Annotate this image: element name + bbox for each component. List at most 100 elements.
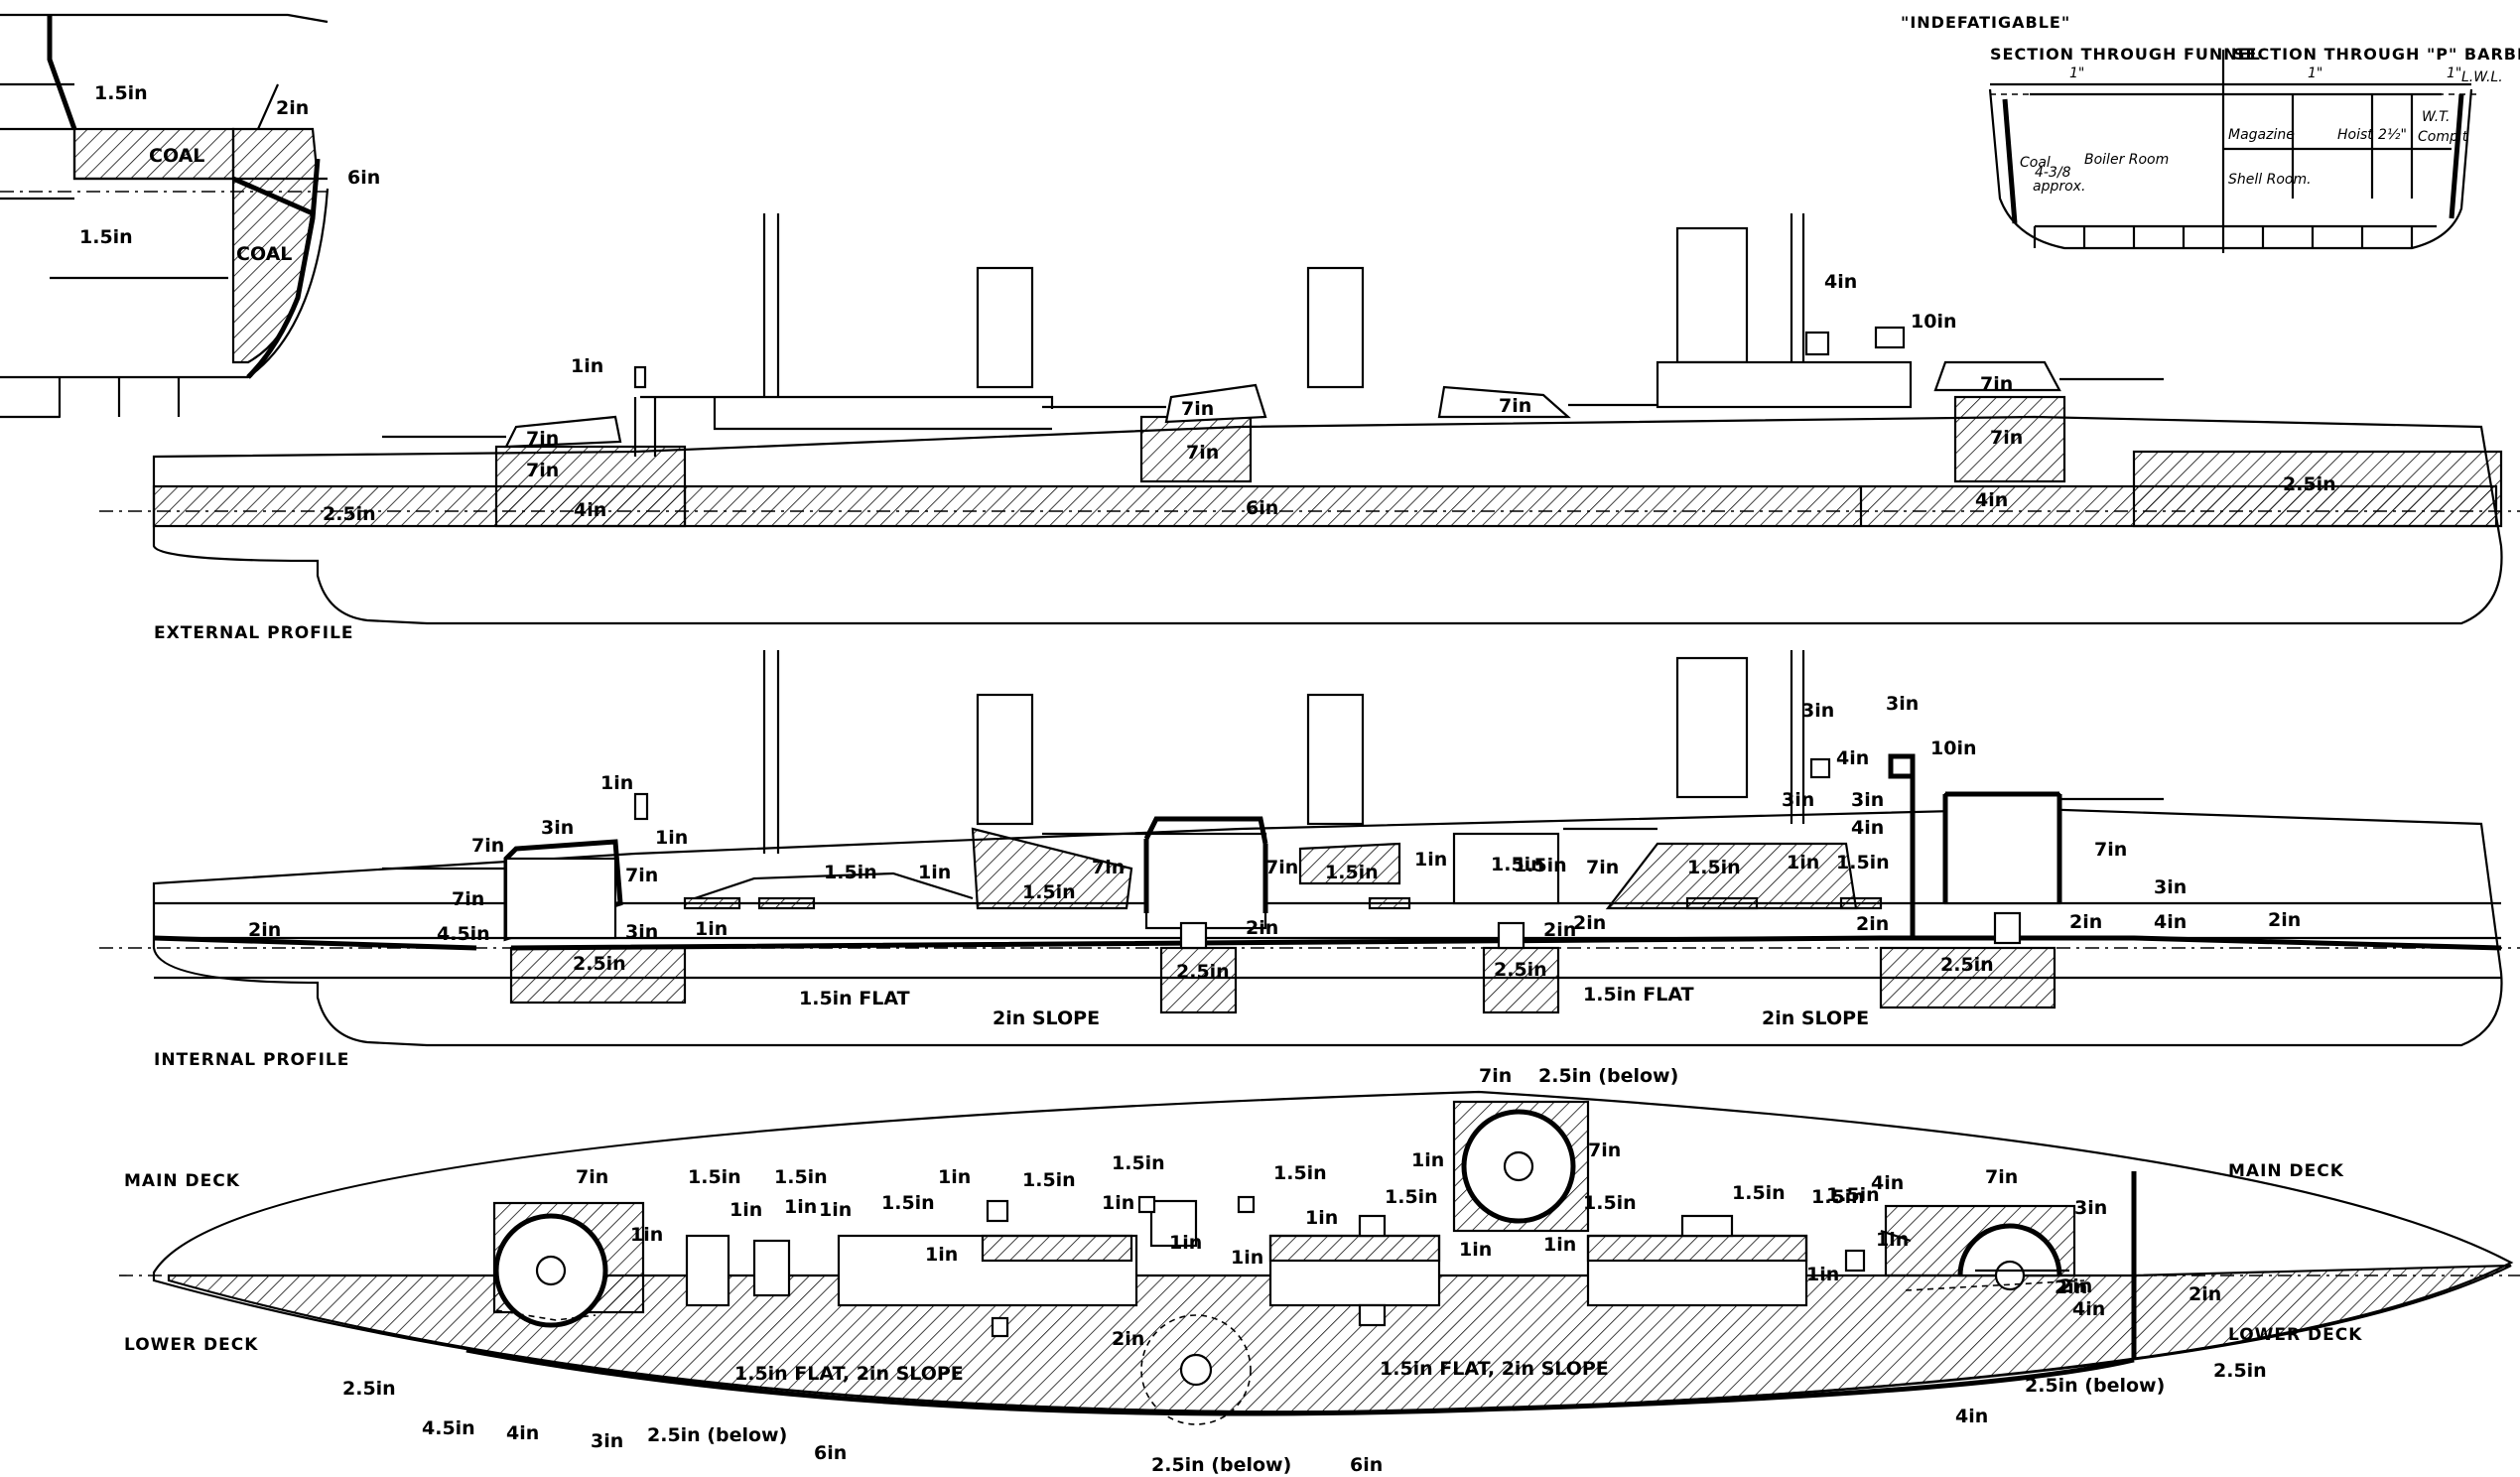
deck-label: 2.5in bbox=[342, 1378, 396, 1400]
deck-label: 2.5in (below) bbox=[1151, 1454, 1291, 1476]
internal-label: 1in bbox=[918, 862, 951, 883]
internal-label: 2.5in bbox=[1940, 954, 1994, 976]
internal-label: 7in bbox=[1092, 857, 1125, 878]
external-label: 7in bbox=[526, 460, 559, 481]
deck-label: 1in bbox=[729, 1199, 762, 1221]
lwl-label: L.W.L. bbox=[2461, 69, 2503, 85]
deck-plan: MAIN DECK MAIN DECK LOWER DECK LOWER DEC… bbox=[119, 1065, 2520, 1476]
indefatigable-cross-section: "INDEFATIGABLE" SECTION THROUGH FUNNEL S… bbox=[1901, 13, 2520, 253]
deck-label: 6in bbox=[814, 1442, 847, 1464]
external-label: 7in bbox=[1499, 395, 1531, 417]
internal-label: 1.5in bbox=[1022, 881, 1076, 903]
section-title: "INDEFATIGABLE" bbox=[1901, 13, 2070, 32]
deck-label: 3in bbox=[2074, 1197, 2107, 1219]
deck-label: 1.5in bbox=[1022, 1169, 1076, 1191]
internal-label: 2in bbox=[1246, 917, 1278, 939]
deck-label: 1.5in bbox=[1583, 1192, 1637, 1214]
external-label: 1in bbox=[571, 355, 603, 377]
internal-label: 1.5in bbox=[1325, 862, 1379, 883]
external-label: 6in bbox=[1246, 497, 1278, 519]
internal-label: 7in bbox=[625, 865, 658, 886]
deck-label: 7in bbox=[576, 1166, 608, 1188]
deck-label: 1in bbox=[1102, 1192, 1134, 1214]
internal-label: 4in bbox=[2154, 911, 2187, 933]
internal-label: 3in bbox=[541, 817, 574, 839]
deck-label: 4.5in bbox=[422, 1417, 475, 1439]
internal-label: 3in bbox=[1886, 693, 1919, 715]
deck-label: 1.5in FLAT, 2in SLOPE bbox=[734, 1363, 964, 1385]
internal-label: 1in bbox=[600, 772, 633, 794]
deck-label: 1in bbox=[1806, 1264, 1839, 1285]
section-magazine: Magazine bbox=[2228, 127, 2295, 143]
midship-section-inset: 1.5in COAL 2in 6in 1.5in COAL bbox=[0, 13, 380, 419]
internal-label: 2.5in bbox=[573, 953, 626, 975]
external-label: 2.5in bbox=[323, 503, 376, 525]
deck-label: 1in bbox=[1876, 1229, 1909, 1251]
section-dim: 1" bbox=[2069, 66, 2084, 81]
deck-label: 1.5in bbox=[1732, 1182, 1786, 1204]
internal-label: 7in bbox=[1586, 857, 1619, 878]
section-dim: 2½" bbox=[2378, 127, 2407, 143]
inset-label: 2in bbox=[276, 97, 309, 119]
external-label: 2.5in bbox=[2283, 473, 2336, 495]
main-deck-left: MAIN DECK bbox=[124, 1171, 240, 1191]
internal-label: 7in bbox=[1265, 857, 1298, 878]
deck-label: 7in bbox=[1985, 1166, 2018, 1188]
section-hoist: Hoist bbox=[2337, 127, 2373, 143]
deck-label: 1in bbox=[819, 1199, 852, 1221]
deck-label: 1in bbox=[938, 1166, 971, 1188]
inset-label: 6in bbox=[347, 167, 380, 189]
section-barbette-heading: SECTION THROUGH "P" BARBETTE bbox=[2233, 45, 2520, 64]
internal-label: 1in bbox=[1787, 852, 1819, 873]
deck-label: 4in bbox=[2072, 1298, 2105, 1320]
internal-profile-caption: INTERNAL PROFILE bbox=[154, 1050, 349, 1070]
section-wt: W.T. bbox=[2422, 109, 2451, 125]
internal-label: 7in bbox=[452, 888, 484, 910]
internal-label: 3in bbox=[625, 921, 658, 943]
external-label: 7in bbox=[526, 428, 559, 450]
internal-label: 2in SLOPE bbox=[1762, 1007, 1869, 1029]
external-label: 7in bbox=[1980, 373, 2013, 395]
deck-label: 1.5in bbox=[1112, 1152, 1165, 1174]
deck-label: 1in bbox=[630, 1224, 663, 1246]
internal-label: 4in bbox=[1851, 817, 1884, 839]
deck-label: 1in bbox=[1411, 1149, 1444, 1171]
internal-label: 1in bbox=[655, 827, 688, 849]
internal-label: 3in bbox=[1782, 789, 1814, 811]
section-approx: approx. bbox=[2033, 179, 2085, 195]
external-label: 4in bbox=[1824, 271, 1857, 293]
deck-label: 2.5in bbox=[2213, 1360, 2267, 1382]
inset-label: 1.5in bbox=[94, 82, 148, 104]
inset-label: COAL bbox=[149, 145, 204, 167]
external-label: 7in bbox=[1186, 442, 1219, 464]
internal-label: 7in bbox=[471, 835, 504, 857]
internal-label: 2in bbox=[248, 919, 281, 941]
internal-label: 1.5in FLAT bbox=[799, 988, 910, 1009]
deck-label: 1.5in bbox=[1826, 1184, 1880, 1206]
internal-label: 7in bbox=[2094, 839, 2127, 861]
deck-label: 6in bbox=[1350, 1454, 1383, 1476]
deck-label: 1.5in FLAT, 2in SLOPE bbox=[1380, 1358, 1609, 1380]
deck-label: 1in bbox=[1459, 1239, 1492, 1261]
internal-label: 3in bbox=[1851, 789, 1884, 811]
section-fraction: 4-3/8 bbox=[2035, 165, 2071, 181]
section-shell-room: Shell Room. bbox=[2228, 172, 2312, 188]
deck-label: 3in bbox=[591, 1430, 623, 1452]
deck-label: 2in bbox=[2055, 1276, 2087, 1298]
deck-label: 7in bbox=[1588, 1140, 1621, 1161]
section-dim: 1" bbox=[2447, 66, 2461, 81]
deck-label: 2in bbox=[2059, 1276, 2092, 1297]
internal-label: 4.5in bbox=[437, 923, 490, 945]
internal-label: 1.5in bbox=[1491, 854, 1544, 875]
section-dim: 1" bbox=[2308, 66, 2322, 81]
deck-label: 2.5in (below) bbox=[1538, 1065, 1678, 1087]
internal-label: 2in bbox=[1856, 913, 1889, 935]
deck-label: 1.5in bbox=[688, 1166, 741, 1188]
internal-profile: 1in 1in 3in 7in 7in 7in 4.5in 3in 2in 1.… bbox=[99, 650, 2520, 1070]
internal-label: 2in bbox=[1543, 919, 1576, 941]
external-label: 4in bbox=[1975, 489, 2008, 511]
internal-label: 2in bbox=[1573, 912, 1606, 934]
deck-label: 1.5in bbox=[1385, 1186, 1438, 1208]
external-label: 7in bbox=[1181, 398, 1214, 420]
external-label: 7in bbox=[1990, 427, 2023, 449]
